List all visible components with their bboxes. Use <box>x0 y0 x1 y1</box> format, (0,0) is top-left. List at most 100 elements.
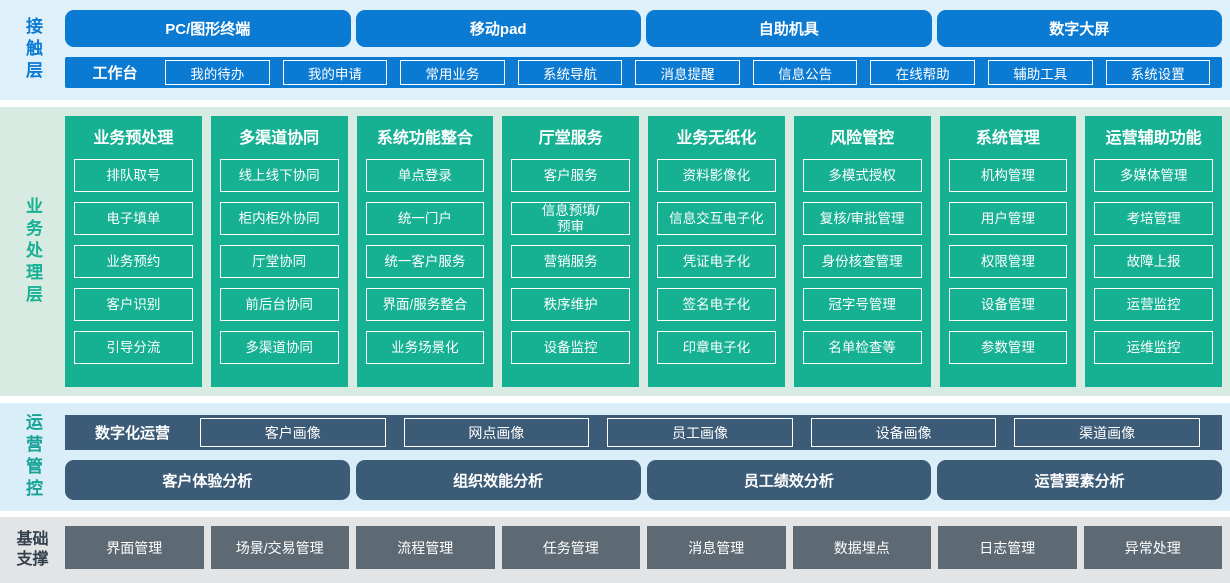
column-title: 系统管理 <box>975 130 1040 147</box>
analysis-operation-elements: 运营要素分析 <box>937 460 1222 500</box>
channel-digital-screen: 数字大屏 <box>936 10 1222 47</box>
analysis-row: 客户体验分析 组织效能分析 员工绩效分析 运营要素分析 <box>65 460 1222 500</box>
portrait-employee: 员工画像 <box>607 418 793 447</box>
column-item: 业务预约 <box>74 245 193 278</box>
business-column-risk-control: 风险管控 多模式授权 复核/审批管理 身份核查管理 冠字号管理 名单检查等 <box>793 116 931 387</box>
column-item: 复核/审批管理 <box>802 202 922 235</box>
portrait-customer: 客户画像 <box>200 418 386 447</box>
operations-layer-label: 运营管控 <box>23 413 42 501</box>
workbench-item: 常用业务 <box>400 60 505 85</box>
column-item: 前后台协同 <box>219 288 339 321</box>
foundation-item-ui: 界面管理 <box>65 526 204 569</box>
channel-self-service: 自助机具 <box>646 10 932 47</box>
business-column-ops-auxiliary: 运营辅助功能 多媒体管理 考培管理 故障上报 运营监控 运维监控 <box>1085 116 1222 387</box>
channel-row: PC/图形终端 移动pad 自助机具 数字大屏 <box>65 10 1222 47</box>
column-item: 设备管理 <box>948 288 1068 321</box>
column-item: 引导分流 <box>74 331 193 364</box>
operations-layer-band: 运营管控 数字化运营 客户画像 网点画像 员工画像 设备画像 渠道画像 客户体验… <box>0 403 1230 511</box>
workbench-item: 在线帮助 <box>870 60 975 85</box>
digital-operation-bar: 数字化运营 客户画像 网点画像 员工画像 设备画像 渠道画像 <box>65 415 1222 450</box>
workbench-item: 我的待办 <box>165 60 270 85</box>
column-item: 业务场景化 <box>365 331 485 364</box>
column-item: 柜内柜外协同 <box>219 202 339 235</box>
foundation-item-process: 流程管理 <box>356 526 495 569</box>
column-item: 参数管理 <box>948 331 1068 364</box>
channel-mobile-pad: 移动pad <box>355 10 641 47</box>
business-column-multichannel: 多渠道协同 线上线下协同 柜内柜外协同 厅堂协同 前后台协同 多渠道协同 <box>210 116 348 387</box>
column-item: 故障上报 <box>1094 245 1213 278</box>
workbench-item: 系统导航 <box>517 60 623 85</box>
column-item: 设备监控 <box>511 331 630 364</box>
column-item: 冠字号管理 <box>802 288 922 321</box>
column-item: 信息交互电子化 <box>657 202 776 235</box>
foundation-item-scene-transaction: 场景/交易管理 <box>210 526 349 569</box>
column-item: 线上线下协同 <box>219 159 339 192</box>
workbench-label: 工作台 <box>92 65 138 82</box>
portrait-branch: 网点画像 <box>403 418 590 447</box>
analysis-employee-performance: 员工绩效分析 <box>646 460 932 500</box>
business-column-paperless: 业务无纸化 资料影像化 信息交互电子化 凭证电子化 签名电子化 印章电子化 <box>648 116 785 387</box>
column-item: 名单检查等 <box>802 331 922 364</box>
column-title: 业务无纸化 <box>676 130 757 147</box>
column-item: 机构管理 <box>948 159 1068 192</box>
contact-layer-band: 接触层 PC/图形终端 移动pad 自助机具 数字大屏 工作台 我的待办 我的申… <box>0 0 1230 100</box>
foundation-item-log: 日志管理 <box>938 526 1077 569</box>
column-title: 业务预处理 <box>93 130 174 147</box>
column-item: 身份核查管理 <box>802 245 922 278</box>
workbench-items: 我的待办 我的申请 常用业务 系统导航 消息提醒 信息公告 在线帮助 辅助工具 … <box>165 60 1211 85</box>
foundation-layer-label-area: 基础支撑 <box>0 517 65 583</box>
column-item: 营销服务 <box>511 245 630 278</box>
business-layer-label-area: 业务处理层 <box>0 107 65 396</box>
portrait-device: 设备画像 <box>810 418 997 447</box>
column-item: 信息预填/ 预审 <box>511 202 630 235</box>
column-item: 多渠道协同 <box>219 331 339 364</box>
foundation-item-message: 消息管理 <box>647 526 786 569</box>
workbench-item: 我的申请 <box>282 60 388 85</box>
column-title: 厅堂服务 <box>538 130 603 147</box>
column-item: 考培管理 <box>1094 202 1213 235</box>
business-columns: 业务预处理 排队取号 电子填单 业务预约 客户识别 引导分流 多渠道协同 线上线… <box>65 116 1222 387</box>
foundation-item-task: 任务管理 <box>501 526 640 569</box>
channel-pc: PC/图形终端 <box>65 10 351 47</box>
column-title: 运营辅助功能 <box>1105 130 1202 147</box>
column-item: 客户识别 <box>74 288 193 321</box>
portrait-items: 客户画像 网点画像 员工画像 设备画像 渠道画像 <box>200 418 1200 447</box>
column-item: 运维监控 <box>1094 331 1213 364</box>
digital-operation-label: 数字化运营 <box>94 425 170 442</box>
column-item: 厅堂协同 <box>219 245 339 278</box>
foundation-layer-band: 基础支撑 界面管理 场景/交易管理 流程管理 任务管理 消息管理 数据埋点 日志… <box>0 517 1230 583</box>
column-title: 风险管控 <box>830 130 895 147</box>
workbench-item: 系统设置 <box>1105 60 1211 85</box>
column-item: 运营监控 <box>1094 288 1213 321</box>
workbench-item: 消息提醒 <box>635 60 740 85</box>
contact-layer-label-area: 接触层 <box>0 0 65 100</box>
business-layer-band: 业务处理层 业务预处理 排队取号 电子填单 业务预约 客户识别 引导分流 多渠道… <box>0 107 1230 396</box>
column-item: 客户服务 <box>511 159 630 192</box>
column-item: 界面/服务整合 <box>365 288 485 321</box>
column-title: 系统功能整合 <box>376 130 473 147</box>
column-item: 统一门户 <box>365 202 485 235</box>
column-item: 权限管理 <box>948 245 1068 278</box>
column-item: 单点登录 <box>365 159 485 192</box>
column-item: 印章电子化 <box>657 331 776 364</box>
operations-layer-label-area: 运营管控 <box>0 403 65 511</box>
analysis-customer-experience: 客户体验分析 <box>65 460 350 500</box>
column-item: 多媒体管理 <box>1094 159 1213 192</box>
foundation-items: 界面管理 场景/交易管理 流程管理 任务管理 消息管理 数据埋点 日志管理 异常… <box>65 526 1222 569</box>
column-item: 多模式授权 <box>802 159 922 192</box>
business-column-hall-service: 厅堂服务 客户服务 信息预填/ 预审 营销服务 秩序维护 设备监控 <box>502 116 639 387</box>
column-item: 排队取号 <box>74 159 193 192</box>
column-item: 秩序维护 <box>511 288 630 321</box>
business-column-system-integration: 系统功能整合 单点登录 统一门户 统一客户服务 界面/服务整合 业务场景化 <box>356 116 494 387</box>
column-item: 电子填单 <box>74 202 193 235</box>
analysis-org-efficiency: 组织效能分析 <box>355 460 641 500</box>
contact-layer-label: 接触层 <box>23 17 42 83</box>
workbench-item: 信息公告 <box>752 60 858 85</box>
foundation-item-data-tracking: 数据埋点 <box>792 526 931 569</box>
column-title: 多渠道协同 <box>239 130 320 147</box>
column-item: 签名电子化 <box>657 288 776 321</box>
workbench-bar: 工作台 我的待办 我的申请 常用业务 系统导航 消息提醒 信息公告 在线帮助 辅… <box>65 57 1222 88</box>
column-item: 统一客户服务 <box>365 245 485 278</box>
column-item: 资料影像化 <box>657 159 776 192</box>
column-item: 凭证电子化 <box>657 245 776 278</box>
